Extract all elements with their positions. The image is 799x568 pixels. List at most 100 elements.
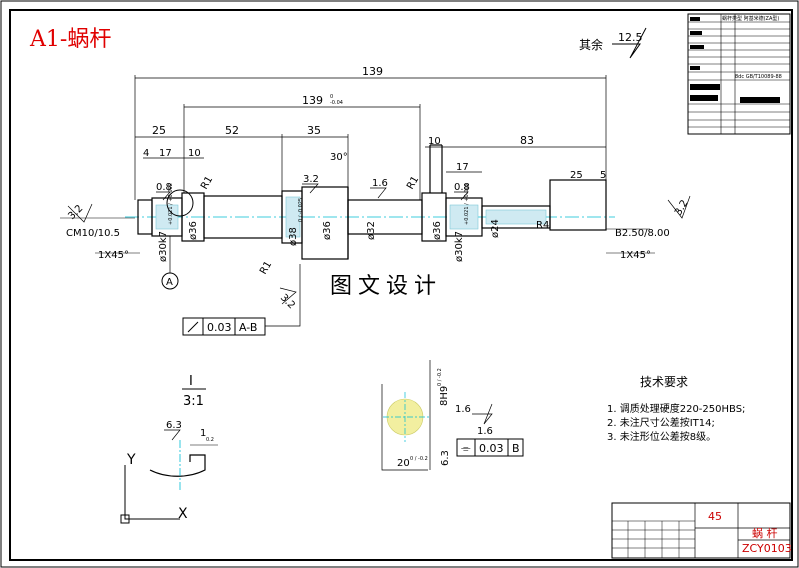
ra-32b: 3.2 <box>66 203 85 222</box>
roughness-symbol-icon <box>612 27 647 59</box>
inner-border <box>9 9 793 561</box>
dim-chamfer-right: 1X45° <box>620 250 651 261</box>
detail-circle-i <box>166 189 194 217</box>
dim-angle30: 30° <box>330 152 348 163</box>
k7-tol-b: +0.021 / +0.002 <box>464 183 470 225</box>
roughness-icon <box>156 191 171 201</box>
dia-36b: ø36 <box>322 221 333 240</box>
section-sym-value: 0.03 <box>479 442 504 455</box>
technical-requirements: 技术要求 1. 调质处理硬度220-250HBS; 2. 未注尺寸公差按IT14… <box>607 375 745 443</box>
runout-value: 0.03 <box>207 321 232 334</box>
thread-bands <box>155 196 547 238</box>
section-ra63: 6.3 <box>440 450 451 466</box>
dim-17a: 17 <box>159 148 172 159</box>
dim-chamfer-left: 1X45° <box>98 250 129 261</box>
dim-25b: 25 <box>570 170 583 181</box>
detail-dim2: 0.2 <box>206 437 214 443</box>
dim-total-length: 139 <box>362 65 383 78</box>
roughness-rest-value: 12.5 <box>618 31 643 44</box>
dim-r4: R4 <box>536 220 549 231</box>
ra-08a: 0.8 <box>156 182 172 193</box>
roughness-rest-label: 其余 <box>579 37 603 52</box>
roughness-icon <box>472 403 493 425</box>
dia-36a: ø36 <box>188 221 199 240</box>
dim-center-b: B2.50/8.00 <box>615 228 670 239</box>
dim-4: 4 <box>143 148 149 159</box>
dim-52: 52 <box>225 124 239 137</box>
symmetry-icon: ⌯ <box>461 441 471 455</box>
ra-16: 1.6 <box>372 178 388 189</box>
watermark-text: 图文设计 <box>330 274 442 299</box>
dim-10b: 10 <box>188 148 201 159</box>
dim-r1a: R1 <box>199 174 215 191</box>
ucs-icon: Y X <box>120 452 188 524</box>
tech-req-heading: 技术要求 <box>640 375 688 389</box>
dim-center-cm: CM10/10.5 <box>66 228 120 239</box>
runout-ref: A-B <box>239 321 257 334</box>
detail-scale: 3:1 <box>183 394 204 409</box>
section-width-tol: 0 / -0.2 <box>437 368 443 386</box>
section-ra16b: 1.6 <box>477 426 493 437</box>
keyway-section: 8H9 0 / -0.2 20 0 / -0.2 1.6 1.6 6.3 ⌯ 0… <box>381 360 524 471</box>
dim-17b: 17 <box>456 162 469 173</box>
ra-32d: 3.2 <box>278 292 297 311</box>
dim-25: 25 <box>152 124 166 137</box>
ucs-y-label: Y <box>126 452 136 468</box>
dia38-tol: 0 / -0.025 <box>298 198 304 222</box>
dia-38: ø38 <box>288 227 299 246</box>
datum-a-label: A <box>166 277 173 288</box>
shaft-body <box>137 144 607 260</box>
dim-83: 83 <box>520 134 534 147</box>
dim-tol-upper: 0 <box>330 94 333 100</box>
params-table-header: 蜗杆类型 阿基米德(ZA型) <box>722 15 779 22</box>
dim-r1b: R1 <box>405 174 421 191</box>
section-depth: 20 <box>397 458 410 469</box>
title-block-drawing-no: ZCY0103 <box>742 542 792 555</box>
roughness-icon <box>370 187 387 199</box>
title-block-material: 45 <box>708 510 722 523</box>
tech-req-item-3: 3. 未注形位公差按8级。 <box>607 430 716 443</box>
section-width: 8H9 <box>439 386 450 406</box>
dia-24: ø24 <box>490 219 501 238</box>
runout-arrow-icon <box>187 321 199 333</box>
params-table-precision: 8dc GB/T10089-88 <box>735 74 782 80</box>
detail-dim: 1 <box>200 428 206 439</box>
roughness-icon <box>67 203 93 223</box>
dim-5: 5 <box>600 170 606 181</box>
section-depth-tol: 0 / -0.2 <box>410 456 428 462</box>
top-dimensions <box>134 75 607 200</box>
dim-r1c: R1 <box>258 259 274 276</box>
k7-tol-a: +0.021 / +0.002 <box>168 183 174 225</box>
detail-view-i: I 3:1 6.3 1 0.2 <box>149 374 218 490</box>
dia-36c: ø36 <box>432 221 443 240</box>
dim-tol-lower: -0.04 <box>330 100 343 106</box>
roughness-icon <box>454 191 469 201</box>
ucs-x-label: X <box>178 506 188 522</box>
roughness-icon <box>667 195 691 219</box>
ra-32a: 3.2 <box>303 174 319 185</box>
tech-req-item-2: 2. 未注尺寸公差按IT14; <box>607 416 715 429</box>
roughness-icon <box>279 287 297 305</box>
section-ra16a: 1.6 <box>455 404 471 415</box>
ra-08b: 0.8 <box>454 182 470 193</box>
diameter-labels: ø30k7 ø36 ø38 ø36 ø32 ø36 ø30k7 ø24 +0.0… <box>158 183 501 262</box>
section-sym-ref: B <box>512 442 520 455</box>
roughness-icon <box>302 183 319 194</box>
dia-30k7b: ø30k7 <box>454 231 465 262</box>
params-table: 蜗杆类型 阿基米德(ZA型) 8dc GB/T10089-88 <box>687 13 791 135</box>
drawing-title: A1-蜗杆 <box>29 27 111 52</box>
dia-30k7a: ø30k7 <box>158 231 169 262</box>
detail-label: I <box>189 374 193 389</box>
runout-tolerance-frame: 0.03 A-B <box>182 264 301 336</box>
roughness-rest: 其余 12.5 <box>579 27 647 59</box>
dim-10a: 10 <box>428 136 441 147</box>
tech-req-item-1: 1. 调质处理硬度220-250HBS; <box>607 402 745 415</box>
detail-ra: 6.3 <box>166 420 182 431</box>
dim-35: 35 <box>307 124 321 137</box>
dim-length-tol: 139 <box>302 94 323 107</box>
roughness-icon <box>164 429 181 441</box>
title-block: 45 蜗 杆 ZCY0103 <box>611 502 792 559</box>
dia-32: ø32 <box>366 221 377 240</box>
